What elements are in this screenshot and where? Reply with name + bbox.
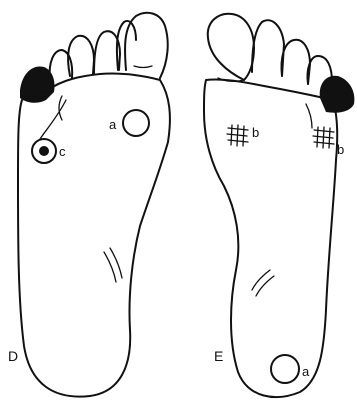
toe-e-2 (252, 20, 284, 76)
toe-e-3 (282, 40, 311, 84)
marker-e-b1-hatch (227, 125, 248, 146)
marker-e-a-circle (271, 355, 299, 383)
marker-d-a-circle (123, 110, 149, 136)
crease-d-1 (134, 66, 152, 68)
wrinkle-e-2 (256, 276, 274, 296)
foot-label-d: D (8, 348, 18, 364)
marker-e-b2-hatch (313, 127, 334, 148)
marker-e-b2-label: b (337, 142, 344, 157)
marker-d-c-label: c (59, 144, 66, 159)
toe-e-1 (208, 14, 254, 80)
sole-d (18, 73, 170, 396)
foot-d: a c D (8, 13, 170, 397)
marker-d-a-label: a (109, 117, 117, 132)
toe-d-1 (125, 13, 168, 78)
crease-e-2 (306, 104, 312, 128)
wrinkle-e-1 (252, 270, 270, 290)
sole-e (204, 79, 337, 397)
marker-e-a-label: a (302, 364, 310, 379)
wrinkle-d-2 (110, 248, 122, 278)
marker-e-b1-label: b (252, 125, 259, 140)
foot-label-e: E (214, 348, 223, 364)
necrotic-toe-e (320, 76, 355, 113)
foot-e: b b a E (204, 14, 354, 397)
